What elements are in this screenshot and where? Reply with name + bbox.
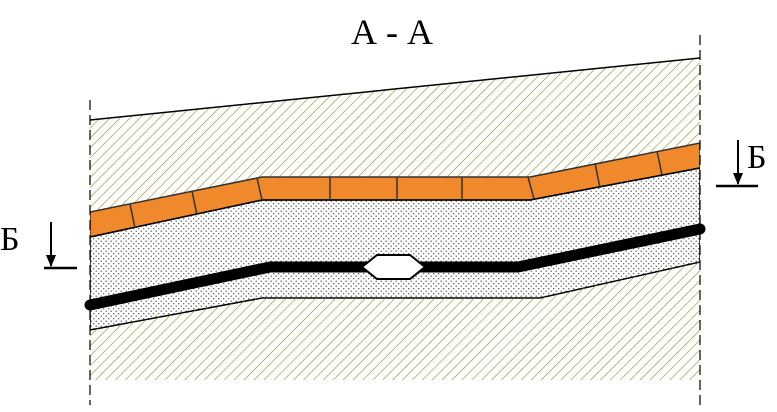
left-section-marker: Б <box>0 221 77 270</box>
sand-bedding <box>90 168 700 330</box>
right-marker-letter: Б <box>747 139 767 176</box>
pipe-coupling <box>360 254 427 280</box>
tile-joints <box>129 150 663 229</box>
lower-soil <box>90 262 700 380</box>
section-title: А - А <box>351 12 433 52</box>
ground-line <box>89 57 701 121</box>
right-section-marker: Б <box>716 139 767 188</box>
left-marker-letter: Б <box>0 221 20 258</box>
